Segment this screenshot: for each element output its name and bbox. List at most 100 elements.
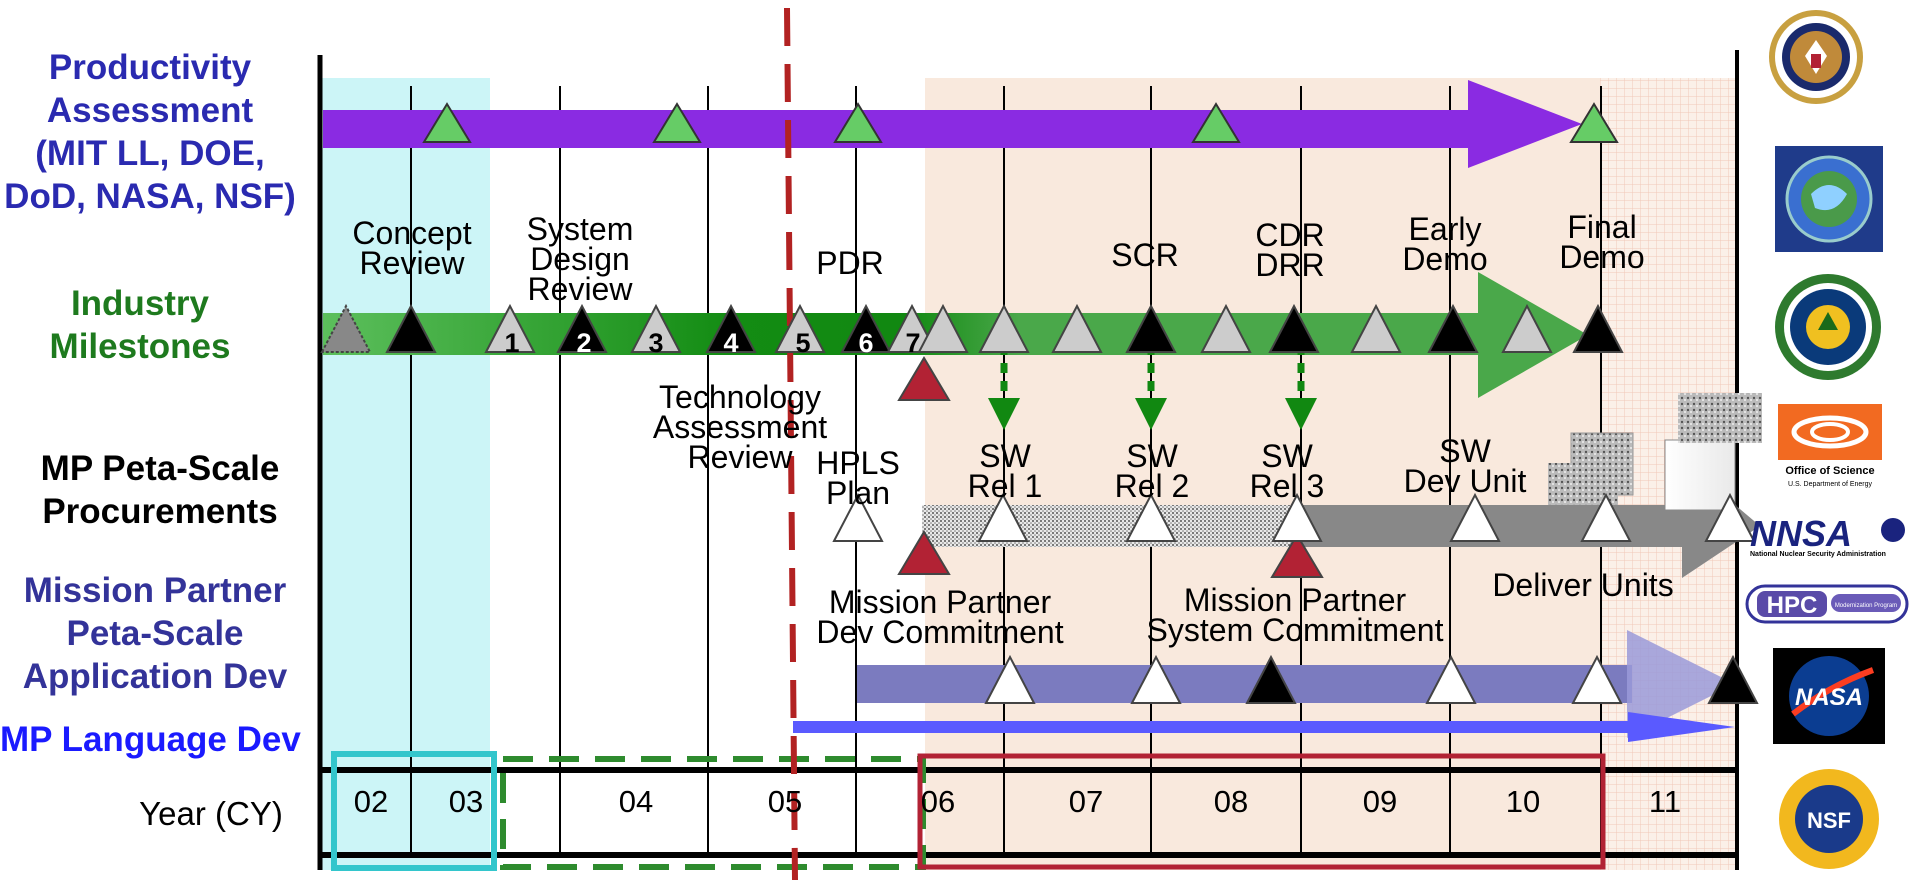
doe-seal-icon — [1775, 274, 1881, 380]
productivity-arrow-head — [1468, 80, 1582, 168]
phase1-box — [331, 751, 497, 871]
industry-milestones-label: Industry Milestones — [49, 284, 231, 366]
year-label: 07 — [1069, 784, 1103, 819]
hpc-logo-text: HPC — [1767, 592, 1818, 619]
nasa-logo: NASA — [1773, 648, 1885, 744]
year-label: 11 — [1649, 784, 1681, 819]
mission-partner-commitment-triangle — [897, 356, 951, 401]
nsf-logo-text: NSF — [1807, 808, 1851, 833]
industry-milestone-triangle — [1350, 303, 1402, 353]
deliver-units-label: Deliver Units — [1492, 567, 1674, 603]
mission-partner-commitment-triangle — [1270, 533, 1324, 578]
year-gridlines — [410, 86, 1602, 855]
industry-milestone-triangle — [1051, 303, 1103, 353]
year-label: 09 — [1363, 784, 1397, 819]
milestone-number: 4 — [723, 328, 738, 358]
milestone-number: 7 — [905, 328, 920, 358]
deliver-unit-box — [1664, 439, 1736, 511]
industry-milestone-triangle — [385, 303, 437, 353]
office-of-science-title: Office of Science — [1785, 465, 1874, 477]
phase2-box — [500, 756, 926, 870]
industry-milestone-triangle — [1501, 303, 1553, 353]
mission-partner-commitment-triangle — [897, 530, 951, 575]
procurement-milestone-triangle — [977, 492, 1029, 542]
year-label: 05 — [768, 784, 802, 819]
scr-label: SCR — [1111, 237, 1179, 273]
hpc-modernization-logo: HPC Modernization Program — [1745, 584, 1909, 624]
phase3-band — [925, 78, 1605, 870]
green-down-arrows — [988, 398, 1317, 430]
language-dev-arrow-head — [1628, 712, 1735, 742]
procurement-milestone-triangle — [1271, 492, 1323, 542]
industry-milestone-triangle — [774, 303, 826, 353]
industry-milestone-triangle — [484, 303, 536, 353]
nasa-logo-text: NASA — [1795, 684, 1863, 711]
phase1-band — [322, 78, 490, 870]
year-label: 03 — [449, 784, 483, 819]
nsa-seal-icon — [1769, 10, 1863, 104]
year-label: 04 — [619, 784, 653, 819]
industry-milestone-triangle — [1572, 303, 1624, 353]
hpc-logo-subtitle: Modernization Program — [1835, 603, 1897, 609]
productivity-milestone-triangle — [1569, 102, 1619, 143]
productivity-assessment-label: Productivity Assessment (MIT LL, DOE, Do… — [4, 48, 296, 216]
partner-dev-milestone-triangle — [1425, 654, 1477, 704]
partner-dev-milestone-triangle — [984, 654, 1036, 704]
green-down-arrow-head — [1285, 398, 1317, 430]
industry-milestone-triangle — [917, 303, 969, 353]
productivity-milestone-triangle — [422, 102, 472, 143]
language-dev-arrow-shaft — [793, 721, 1633, 733]
partner-dev-milestone-triangle — [1571, 654, 1623, 704]
mp-language-dev-label: MP Language Dev — [0, 720, 301, 759]
partner-dev-arrow-shaft — [857, 665, 1632, 703]
industry-to-procurement-links — [1000, 345, 1305, 400]
milestone-number: 2 — [576, 328, 591, 358]
nnsa-logo-subtitle: National Nuclear Security Administration — [1750, 551, 1886, 558]
industry-milestone-triangle — [320, 303, 372, 353]
partner-dev-milestone-triangle — [1130, 654, 1182, 704]
industry-milestone-triangle — [1427, 303, 1479, 353]
partner-dev-milestone-triangle — [1245, 654, 1297, 704]
deliver-unit-box — [1678, 393, 1762, 443]
phase3-box — [917, 753, 1606, 870]
pdr-label: PDR — [816, 245, 884, 281]
procurement-milestone-triangle — [832, 492, 884, 542]
green-down-arrow-head — [1135, 398, 1167, 430]
office-of-science-subtitle: U.S. Department of Energy — [1788, 481, 1873, 488]
office-of-science-logo: Office of Science U.S. Department of Ene… — [1778, 404, 1882, 488]
nsf-logo: NSF — [1779, 769, 1879, 869]
industry-milestone-triangle — [1268, 303, 1320, 353]
productivity-milestone-triangle — [1191, 102, 1241, 143]
procurement-milestone-triangle — [1449, 492, 1501, 542]
industry-milestone-triangle — [840, 303, 892, 353]
year-label: 10 — [1506, 784, 1540, 819]
milestone-number: 6 — [858, 328, 873, 358]
partner-dev-milestone-triangle — [1707, 654, 1759, 704]
industry-milestone-triangle — [705, 303, 757, 353]
industry-milestone-triangle — [1200, 303, 1252, 353]
milestone-number: 5 — [795, 328, 810, 358]
industry-milestone-triangle — [630, 303, 682, 353]
industry-milestone-triangle — [556, 303, 608, 353]
year-label: 08 — [1214, 784, 1248, 819]
productivity-milestone-triangle — [652, 102, 702, 143]
year-label: 02 — [354, 784, 388, 819]
green-down-arrow-head — [988, 398, 1020, 430]
procurement-milestone-triangle — [1580, 492, 1632, 542]
